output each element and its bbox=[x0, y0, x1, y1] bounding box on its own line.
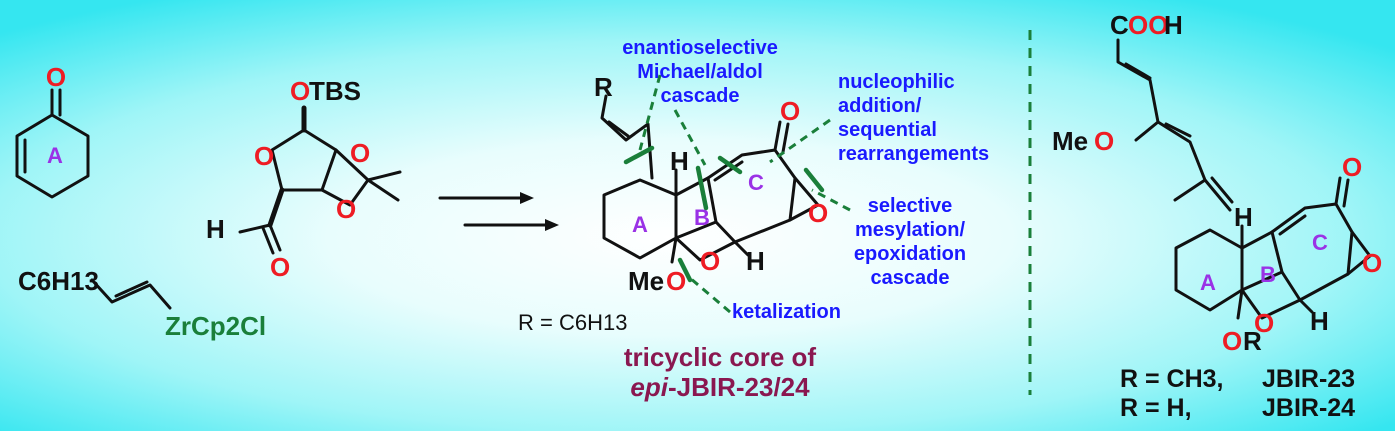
jbir-or-r: R bbox=[1243, 326, 1262, 356]
tricyclic-core-structure: R H A B C O O O H Me O bbox=[594, 72, 851, 314]
core-h-top: H bbox=[670, 146, 689, 176]
cyclohexenone-ring-label: A bbox=[47, 143, 63, 168]
annotation-line: epoxidation bbox=[854, 243, 966, 265]
jbir-or-o: O bbox=[1222, 326, 1242, 356]
jbir-methoxy-o: O bbox=[1094, 126, 1114, 156]
core-ring-c: C bbox=[748, 170, 764, 195]
annotation-line: sequential bbox=[838, 119, 937, 141]
aldehyde-o: O bbox=[270, 252, 290, 282]
acid-oo: OO bbox=[1128, 10, 1168, 40]
core-ring-a: A bbox=[632, 212, 648, 237]
jbir-ring-b: B bbox=[1260, 262, 1276, 287]
jbir24-name: JBIR-24 bbox=[1262, 394, 1355, 422]
jbir-h-top: H bbox=[1234, 202, 1253, 232]
acetonide-o-top: O bbox=[350, 138, 370, 168]
jbir-h-bottom: H bbox=[1310, 306, 1329, 336]
core-r-label: R bbox=[594, 72, 613, 102]
tbs-label: TBS bbox=[309, 76, 361, 106]
zirconocene-label: ZrCp2Cl bbox=[165, 311, 266, 341]
annotation-mesylation: selective mesylation/ epoxidation cascad… bbox=[854, 195, 966, 289]
annotation-michael-aldol: enantioselective Michael/aldol cascade bbox=[622, 37, 778, 107]
annotation-line: mesylation/ bbox=[855, 219, 965, 241]
reaction-arrows bbox=[438, 192, 559, 231]
core-methoxy-me: Me bbox=[628, 266, 664, 296]
jbir23-name: JBIR-23 bbox=[1262, 365, 1355, 393]
hexyl-chain-label: C6H13 bbox=[18, 266, 99, 296]
annotation-nucleophilic: nucleophilic addition/ sequential rearra… bbox=[838, 71, 989, 165]
annotation-line: cascade bbox=[871, 267, 950, 289]
core-r-definition: R = C6H13 bbox=[518, 310, 627, 335]
jbir23-r-definition: R = CH3, bbox=[1120, 365, 1224, 393]
jbir-ring-a: A bbox=[1200, 270, 1216, 295]
jbir-furan-o: O bbox=[1254, 308, 1274, 338]
annotation-line: enantioselective bbox=[622, 37, 778, 59]
annotation-line: addition/ bbox=[838, 95, 922, 117]
jbir24-r-definition: R = H, bbox=[1120, 394, 1192, 422]
jbir-ketone-o: O bbox=[1342, 152, 1362, 182]
jbir-methoxy-me: Me bbox=[1052, 126, 1088, 156]
jbir-structure: C OO H Me O H A B C O O O H O R bbox=[1052, 10, 1382, 356]
core-methoxy-o: O bbox=[666, 266, 686, 296]
core-h-bottom: H bbox=[746, 246, 765, 276]
jbir-epoxide-o: O bbox=[1362, 248, 1382, 278]
tbs-oxygen: O bbox=[290, 76, 310, 106]
cyclohexenone-structure: O A bbox=[15, 62, 90, 199]
furanose-ring-o: O bbox=[254, 141, 274, 171]
acetonide-o-bottom: O bbox=[336, 194, 356, 224]
caption-line-1: tricyclic core of bbox=[624, 342, 817, 372]
acid-c: C bbox=[1110, 10, 1129, 40]
cyclohexenone-carbonyl-o: O bbox=[46, 62, 66, 92]
core-ketone-o: O bbox=[780, 96, 800, 126]
acid-h: H bbox=[1164, 10, 1183, 40]
annotation-line: rearrangements bbox=[838, 143, 989, 165]
annotation-line: selective bbox=[868, 195, 953, 217]
annotation-line: Michael/aldol bbox=[637, 61, 763, 83]
annotation-ketalization: ketalization bbox=[732, 301, 841, 323]
annotation-line: cascade bbox=[661, 85, 740, 107]
core-ring-b: B bbox=[694, 205, 710, 230]
annotation-line: nucleophilic bbox=[838, 71, 955, 93]
jbir-ring-c: C bbox=[1312, 230, 1328, 255]
core-furan-o: O bbox=[700, 246, 720, 276]
caption-line-2: epi-JBIR-23/24 bbox=[630, 372, 810, 402]
zirconium-reagent: C6H13 ZrCp2Cl bbox=[18, 266, 266, 341]
aldehyde-h: H bbox=[206, 214, 225, 244]
furanose-structure: O TBS O O O H O bbox=[206, 76, 402, 282]
core-epoxide-o: O bbox=[808, 198, 828, 228]
